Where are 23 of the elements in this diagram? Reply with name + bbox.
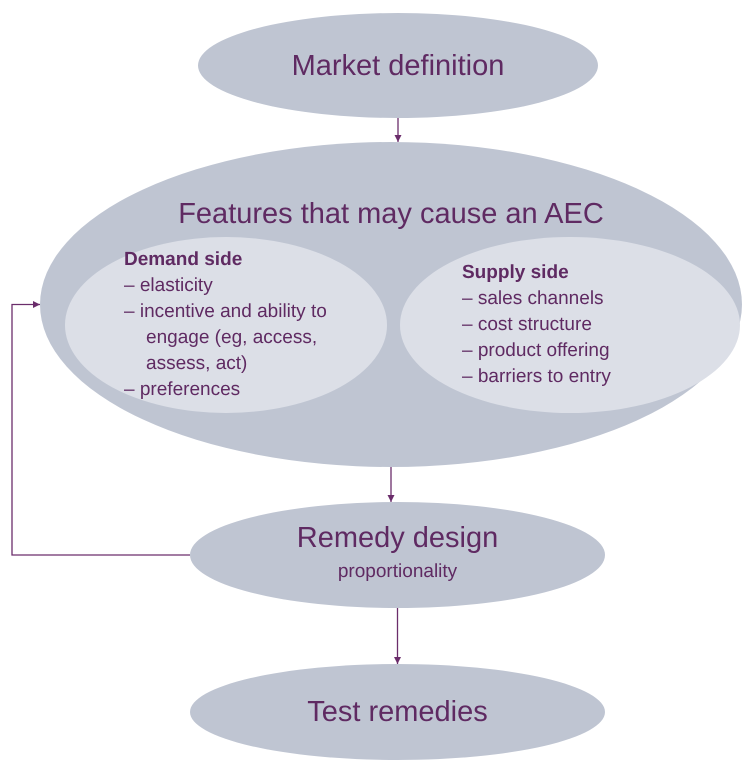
node-title: Remedy design bbox=[296, 521, 498, 555]
list-item: – sales channels bbox=[462, 287, 605, 311]
arrow bbox=[394, 608, 401, 664]
node-title: Test remedies bbox=[307, 695, 488, 729]
list-item: – preferences bbox=[124, 378, 242, 402]
arrow bbox=[394, 118, 402, 142]
flow-ellipse bbox=[190, 502, 605, 608]
arrow bbox=[11, 301, 190, 556]
list-item: – cost structure bbox=[462, 313, 593, 337]
list-item: – elasticity bbox=[124, 274, 214, 298]
flow-ellipse bbox=[190, 664, 605, 760]
node-title: Supply side bbox=[462, 261, 569, 285]
node-title: Demand side bbox=[124, 248, 242, 272]
flow-ellipse bbox=[198, 13, 598, 118]
node-subtitle: proportionality bbox=[338, 560, 458, 584]
list-item: – incentive and ability to engage (eg, access, assess, act) bbox=[124, 300, 328, 376]
category-ellipse bbox=[400, 237, 740, 413]
node-title: Market definition bbox=[292, 48, 504, 82]
list-item: – barriers to entry bbox=[462, 365, 612, 389]
list-item: – product offering bbox=[462, 339, 611, 363]
category-ellipse bbox=[65, 237, 387, 413]
node-title: Features that may cause an AEC bbox=[178, 197, 604, 231]
arrow bbox=[388, 467, 394, 502]
